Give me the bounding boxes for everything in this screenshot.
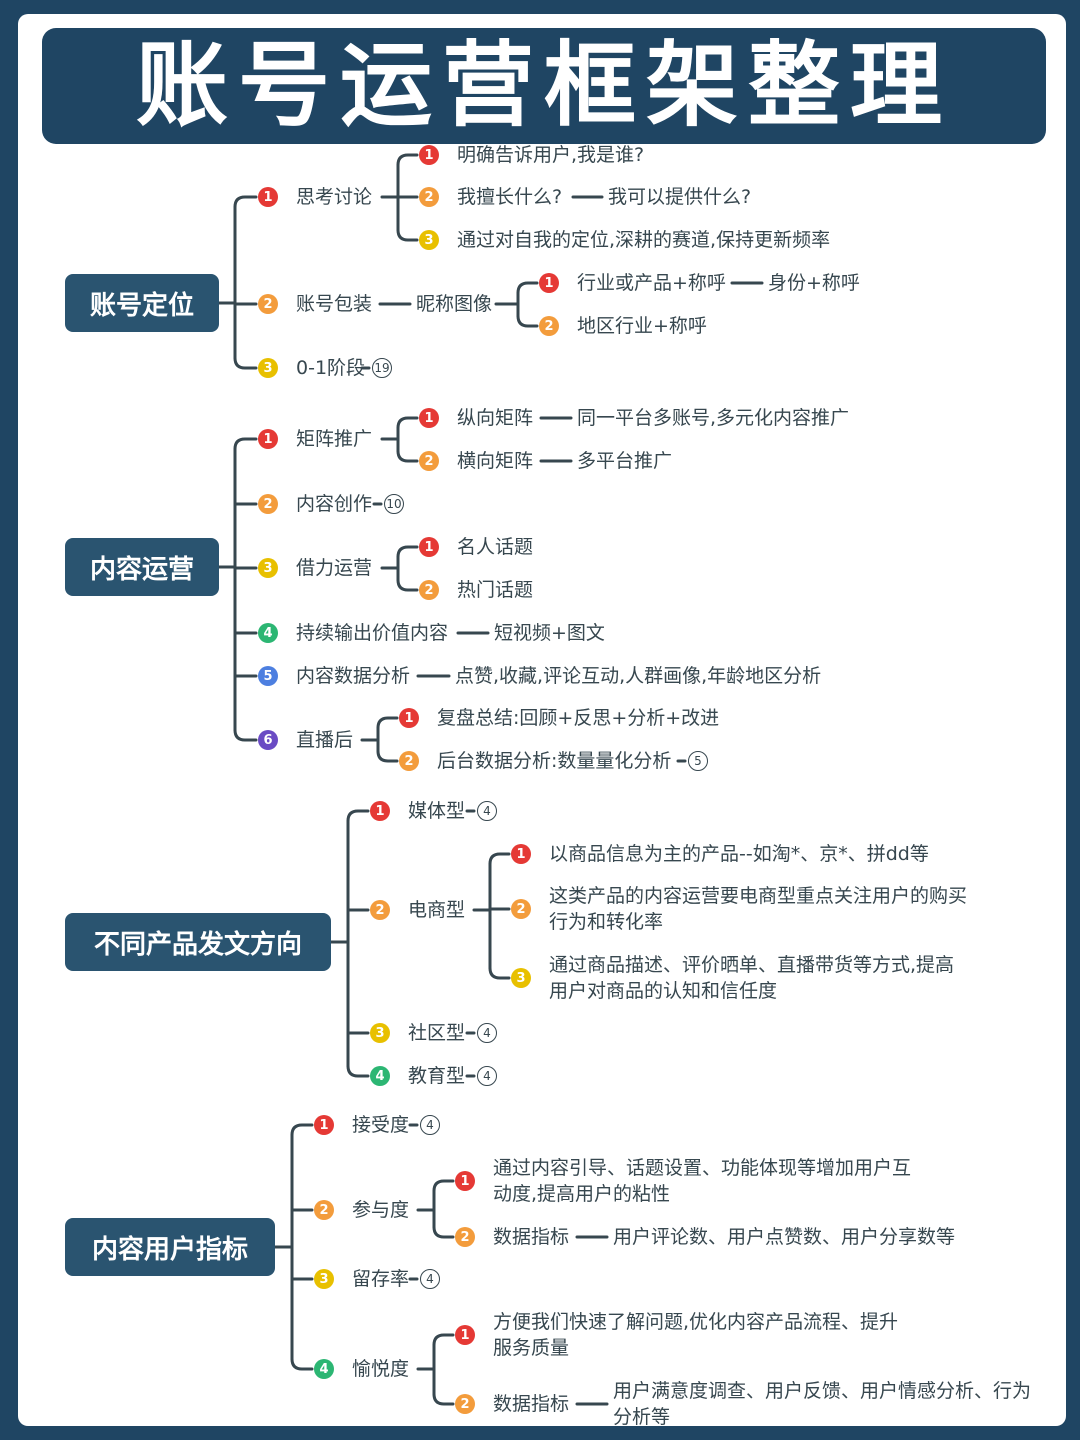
number-badge: 1 (419, 537, 439, 557)
branch-label: 留存率 (352, 1268, 410, 1290)
number-badge: 1 (419, 145, 439, 165)
number-badge: 2 (455, 1227, 475, 1247)
branch-label: 内容数据分析 (296, 665, 411, 687)
number-badge: 1 (314, 1115, 334, 1135)
number-badge: 1 (258, 187, 278, 207)
number-badge: 1 (258, 429, 278, 449)
leaf-label: 以商品信息为主的产品--如淘*、京*、拼dd等 (549, 843, 929, 865)
number-badge: 2 (399, 751, 419, 771)
count-badge[interactable]: 4 (477, 801, 497, 821)
leaf-label: 后台数据分析:数量量化分析 (437, 750, 672, 772)
leaf-link-label: 同一平台多账号,多元化内容推广 (577, 407, 850, 429)
number-badge: 3 (258, 558, 278, 578)
number-badge: 1 (455, 1325, 475, 1345)
number-badge: 1 (511, 844, 531, 864)
branch-label: 持续输出价值内容 (296, 622, 449, 644)
root-node: 账号定位 (65, 274, 219, 332)
leaf-label: 横向矩阵 (457, 450, 534, 472)
number-badge: 3 (314, 1269, 334, 1289)
number-badge: 3 (370, 1023, 390, 1043)
leaf-label: 热门话题 (457, 579, 534, 601)
branch-label: 参与度 (352, 1199, 410, 1221)
number-badge: 2 (511, 899, 531, 919)
number-badge: 2 (419, 580, 439, 600)
leaf-link-label: 多平台推广 (577, 450, 673, 472)
leaf-label: 明确告诉用户,我是谁? (457, 144, 645, 166)
mindmap-canvas (18, 14, 1066, 1426)
count-badge[interactable]: 19 (372, 358, 392, 378)
branch-label: 媒体型 (408, 800, 466, 822)
count-badge[interactable]: 4 (420, 1269, 440, 1289)
leaf-label: 数据指标 (493, 1226, 570, 1248)
branch-link-label: 昵称图像 (416, 293, 493, 315)
title-banner: 账号运营框架整理 (42, 28, 1046, 144)
branch-link-label: 点赞,收藏,评论互动,人群画像,年龄地区分析 (455, 665, 822, 687)
number-badge: 3 (258, 358, 278, 378)
branch-link-label: 短视频+图文 (494, 622, 605, 644)
branch-label: 0-1阶段 (296, 357, 366, 379)
branch-label: 矩阵推广 (296, 428, 373, 450)
page-title: 账号运营框架整理 (135, 32, 952, 139)
leaf-label: 行业或产品+称呼 (577, 272, 726, 294)
number-badge: 3 (511, 968, 531, 988)
number-badge: 3 (419, 230, 439, 250)
number-badge: 2 (455, 1394, 475, 1414)
number-badge: 2 (539, 316, 559, 336)
leaf-link-label: 我可以提供什么? (608, 186, 752, 208)
branch-label: 直播后 (296, 729, 354, 751)
leaf-label: 通过内容引导、话题设置、功能体现等增加用户互动度,提高用户的粘性 (493, 1157, 912, 1205)
leaf-label: 纵向矩阵 (457, 407, 534, 429)
leaf-label: 名人话题 (457, 536, 534, 558)
root-node: 内容运营 (65, 538, 219, 596)
leaf-label: 这类产品的内容运营要电商型重点关注用户的购买行为和转化率 (549, 885, 968, 933)
leaf-label: 地区行业+称呼 (577, 315, 707, 337)
leaf-link-label: 用户评论数、用户点赞数、用户分享数等 (613, 1226, 956, 1248)
branch-label: 教育型 (408, 1065, 466, 1087)
leaf-label: 复盘总结:回顾+反思+分析+改进 (437, 707, 720, 729)
root-node: 内容用户指标 (65, 1218, 275, 1276)
branch-label: 社区型 (408, 1022, 466, 1044)
number-badge: 2 (258, 294, 278, 314)
leaf-label: 我擅长什么? (457, 186, 563, 208)
branch-label: 电商型 (408, 899, 466, 921)
number-badge: 2 (258, 494, 278, 514)
count-badge[interactable]: 4 (420, 1115, 440, 1135)
leaf-label: 通过对自我的定位,深耕的赛道,保持更新频率 (457, 229, 831, 251)
leaf-label: 方便我们快速了解问题,优化内容产品流程、提升服务质量 (493, 1311, 899, 1359)
leaf-label: 数据指标 (493, 1393, 570, 1415)
number-badge: 1 (419, 408, 439, 428)
number-badge: 1 (399, 708, 419, 728)
number-badge: 2 (370, 900, 390, 920)
count-badge[interactable]: 4 (477, 1023, 497, 1043)
number-badge: 4 (370, 1066, 390, 1086)
count-badge[interactable]: 4 (477, 1066, 497, 1086)
root-node: 不同产品发文方向 (65, 913, 331, 971)
number-badge: 4 (314, 1359, 334, 1379)
leaf-label: 通过商品描述、评价晒单、直播带货等方式,提高用户对商品的认知和信任度 (549, 954, 955, 1002)
number-badge: 2 (419, 451, 439, 471)
number-badge: 4 (258, 623, 278, 643)
number-badge: 1 (370, 801, 390, 821)
branch-label: 借力运营 (296, 557, 373, 579)
number-badge: 5 (258, 666, 278, 686)
count-badge[interactable]: 5 (688, 751, 708, 771)
number-badge: 6 (258, 730, 278, 750)
branch-label: 内容创作 (296, 493, 373, 515)
branch-label: 思考讨论 (296, 186, 373, 208)
branch-label: 愉悦度 (352, 1358, 410, 1380)
number-badge: 1 (455, 1171, 475, 1191)
branch-label: 接受度 (352, 1114, 410, 1136)
number-badge: 2 (314, 1200, 334, 1220)
number-badge: 1 (539, 273, 559, 293)
branch-label: 账号包装 (296, 293, 373, 315)
count-badge[interactable]: 10 (384, 494, 404, 514)
leaf-link-label: 身份+称呼 (768, 272, 860, 294)
number-badge: 2 (419, 187, 439, 207)
leaf-link-label: 用户满意度调查、用户反馈、用户情感分析、行为分析等 (613, 1380, 1032, 1428)
